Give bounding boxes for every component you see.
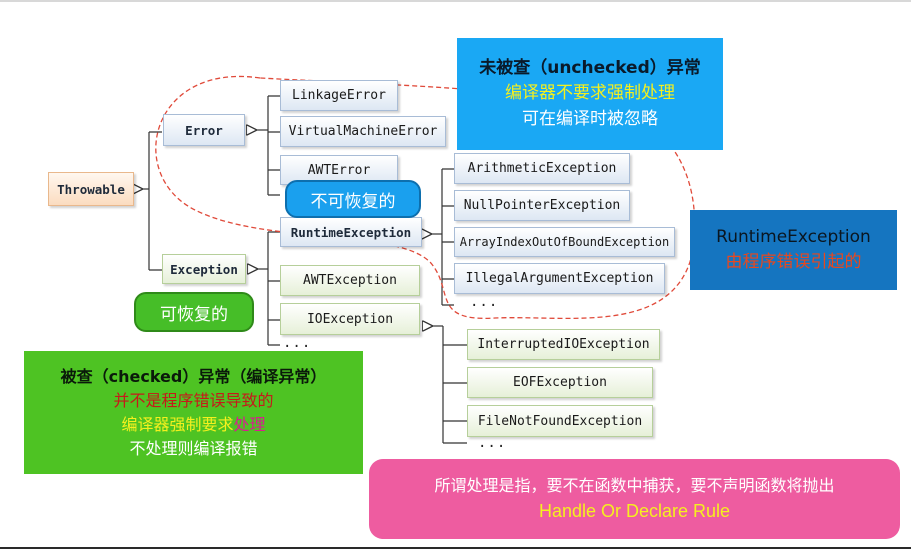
connector-runtime: [441, 168, 454, 306]
checked-line2: 并不是程序错误导致的: [113, 390, 274, 410]
runtime-note-title: RuntimeException: [716, 226, 871, 247]
checked-line3: 编译器强制要求处理: [121, 413, 265, 437]
connector-exception: [267, 231, 280, 346]
connector-io: [442, 326, 467, 444]
node-awt-exception: AWTException: [280, 265, 420, 296]
rule-line2: Handle Or Declare Rule: [538, 500, 731, 521]
node-array-index-out-of-bound-exception: ArrayIndexOutOfBoundException: [454, 227, 675, 257]
checked-line3-part1: 编译器强制要求: [121, 414, 234, 434]
node-linkage-error: LinkageError: [280, 80, 398, 111]
checked-line3-part2: 处理: [233, 414, 266, 434]
unrecoverable-label: 不可恢复的: [285, 180, 421, 218]
node-error: Error: [163, 114, 245, 146]
recoverable-label: 可恢复的: [134, 292, 254, 332]
checked-line4: 不处理则编译报错: [129, 438, 258, 458]
runtime-exception-note: RuntimeException 由程序错误引起的: [690, 210, 897, 290]
node-eof-exception: EOFException: [467, 367, 653, 398]
checked-exception-note: 被查（checked）异常（编译异常） 并不是程序错误导致的 编译器强制要求处理…: [24, 351, 363, 474]
node-io-exception: IOException: [280, 303, 420, 335]
connector-error: [267, 95, 280, 196]
runtime-note-line2: 由程序错误引起的: [725, 252, 862, 272]
unchecked-title: 未被查（unchecked）异常: [479, 57, 701, 78]
unchecked-line2: 编译器不要求强制处理: [505, 83, 675, 104]
exception-more-dots: ...: [283, 335, 312, 351]
unchecked-exception-note: 未被查（unchecked）异常 编译器不要求强制处理 可在编译时被忽略: [457, 38, 723, 150]
node-virtual-machine-error: VirtualMachineError: [280, 116, 446, 147]
connector-throwable: [148, 131, 162, 271]
runtime-more-dots: ...: [470, 294, 499, 310]
node-runtime-exception: RuntimeException: [280, 217, 422, 247]
node-illegal-argument-exception: IllegalArgumentException: [454, 263, 665, 294]
unchecked-line3: 可在编译时被忽略: [522, 108, 658, 129]
node-interrupted-io-exception: InterruptedIOException: [467, 329, 660, 360]
bottom-divider: [0, 547, 911, 549]
node-arithmetic-exception: ArithmeticException: [454, 153, 630, 184]
handle-or-declare-note: 所谓处理是指，要不在函数中捕获，要不声明函数将抛出 Handle Or Decl…: [369, 459, 900, 539]
rule-line1: 所谓处理是指，要不在函数中捕获，要不声明函数将抛出: [434, 475, 835, 495]
io-more-dots: ...: [478, 435, 507, 451]
node-throwable: Throwable: [48, 172, 134, 206]
checked-title: 被查（checked）异常（编译异常）: [60, 366, 327, 386]
node-file-not-found-exception: FileNotFoundException: [467, 405, 653, 437]
top-divider: [0, 0, 911, 2]
node-exception: Exception: [162, 254, 246, 284]
node-null-pointer-exception: NullPointerException: [454, 190, 630, 221]
